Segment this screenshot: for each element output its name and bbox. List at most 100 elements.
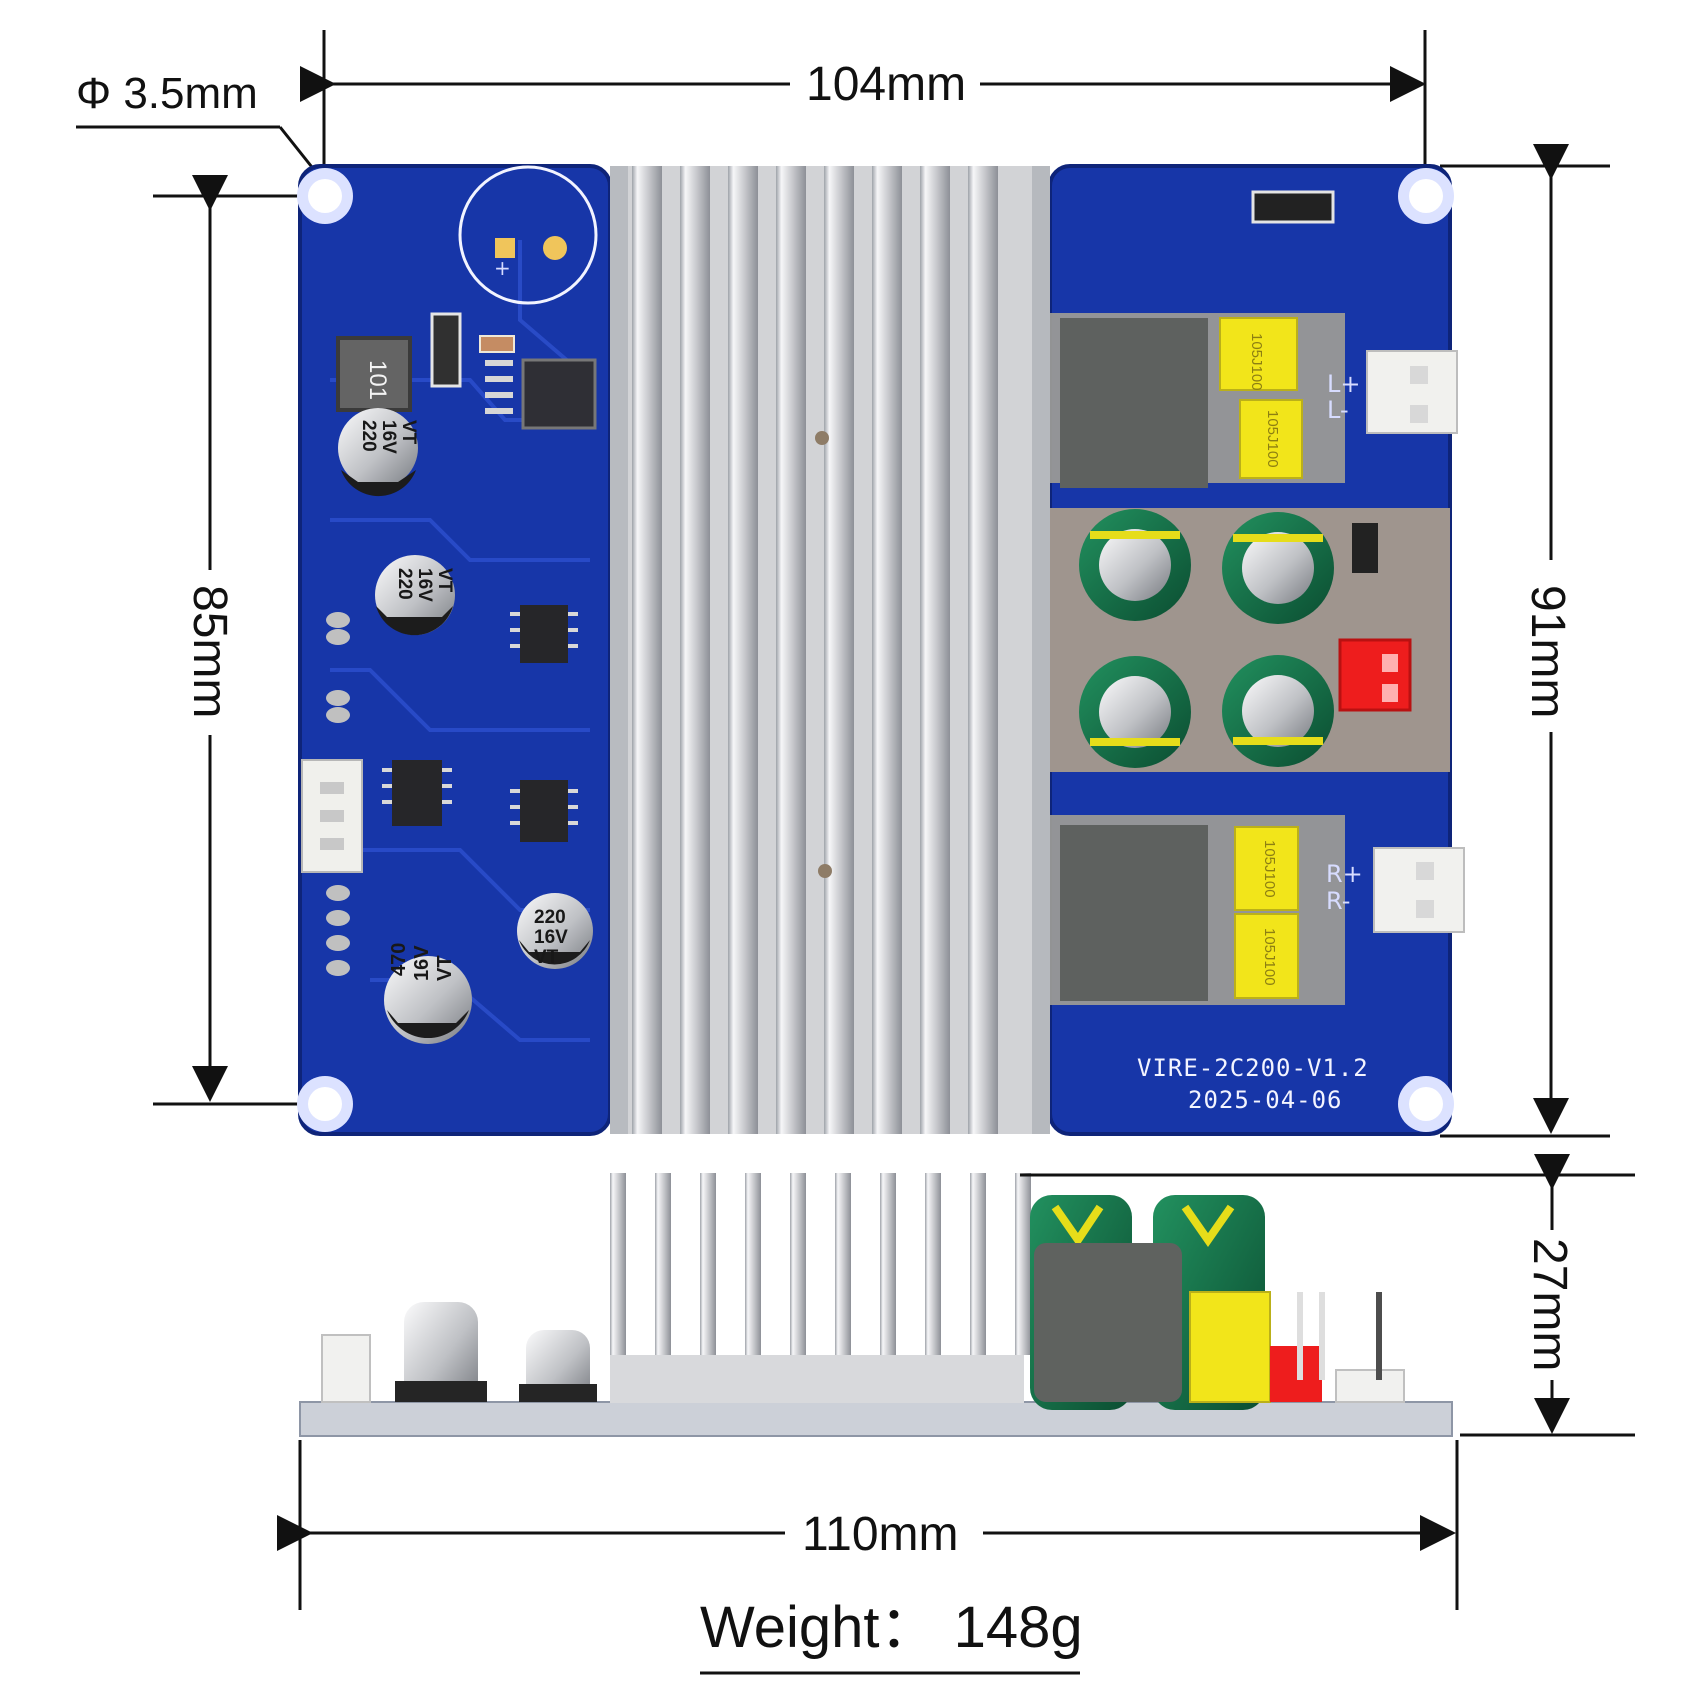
cap-220-series-second: VT [434, 568, 455, 593]
capacitor-icon: 220 16V VT [338, 408, 419, 497]
left-channel-inductor [1060, 318, 1208, 488]
capacitor-icon [1222, 512, 1334, 624]
right-output-connector-pin [1416, 900, 1434, 918]
capacitor-plus-label: + [494, 256, 511, 280]
cap-470-series: VT [434, 955, 456, 981]
side-white-connector [1335, 1369, 1405, 1403]
film-cap-code-left-2: 105J100 [1264, 410, 1281, 468]
side-heatsink-fins [610, 1173, 1031, 1355]
side-height-dimension [1020, 1154, 1635, 1437]
cap-220-value-third: 220 [534, 907, 566, 928]
board-date: 2025-04-06 [1188, 1086, 1343, 1114]
capacitor-icon [1079, 509, 1191, 621]
mounting-hole-icon [1398, 1076, 1454, 1132]
film-cap-code-right-1: 105J100 [1261, 840, 1278, 898]
side-film-capacitor [1189, 1291, 1271, 1403]
ic-chip [510, 605, 578, 663]
cap-470-voltage: 16V [411, 945, 433, 981]
board-model: VIRE-2C200-V1.2 [1137, 1054, 1369, 1082]
heatsink-screw [818, 864, 832, 878]
film-cap-top-left [1219, 317, 1298, 391]
diode [430, 312, 462, 388]
capacitor-icon: 220 16V VT [517, 893, 593, 969]
capacitor-icon: 470 16V VT [384, 943, 472, 1044]
board-width-label: 104mm [806, 58, 966, 111]
left-components: + 101 220 16V VT 220 [301, 165, 598, 1044]
cap-220-voltage-second: 16V [414, 568, 435, 602]
left-plus-label: L+ [1327, 370, 1360, 398]
cap-220-series: VT [398, 420, 419, 445]
cap-220-value-second: 220 [394, 568, 415, 600]
cap-220-series-third: VT [534, 947, 559, 968]
heatsink-icon [610, 166, 1050, 1134]
mounting-holes [297, 168, 1454, 1132]
weight-label: Weight： 148g [700, 1595, 1083, 1660]
right-channel-inductor [1060, 825, 1208, 1001]
hole-diameter-label: Φ 3.5mm [76, 69, 258, 118]
top-small-component [1251, 190, 1335, 224]
side-left-connector [321, 1334, 371, 1403]
large-capacitor-outline [458, 165, 598, 305]
bottom-width-dimension [277, 1440, 1459, 1610]
capacitor-icon [1079, 656, 1191, 768]
left-channel-output-section: 105J100 105J100 L+ L- [1050, 313, 1458, 488]
cap-220-voltage-third: 16V [534, 927, 568, 948]
right-minus-label: R- [1326, 887, 1350, 915]
side-height-label: 27mm [1523, 1238, 1576, 1371]
left-minus-label: L- [1327, 396, 1349, 424]
small-ic [1352, 523, 1378, 573]
mounting-hole-icon [297, 1076, 353, 1132]
power-connector-pin [1382, 654, 1398, 672]
capacitor-icon [519, 1330, 597, 1402]
cap-470-value: 470 [388, 943, 410, 976]
small-resistor [479, 335, 515, 353]
right-channel-output-section: 105J100 105J100 R+ R- [1050, 815, 1465, 1005]
left-pin-headers [326, 612, 350, 976]
power-capacitor-section [1050, 508, 1450, 772]
heatsink-screw [815, 431, 829, 445]
voltage-regulator [521, 358, 597, 430]
film-cap-top-right [1234, 826, 1299, 911]
side-inductor [1034, 1243, 1182, 1402]
film-cap-code-right-2: 105J100 [1261, 928, 1278, 986]
right-output-connector-pin [1416, 862, 1434, 880]
ic-chip [382, 760, 452, 826]
capacitor-pad [495, 238, 515, 258]
mounting-hole-icon [1398, 168, 1454, 224]
power-connector [1338, 638, 1412, 712]
sot-pins [485, 360, 513, 414]
right-height-dimension [1440, 144, 1610, 1138]
cap-220-value: 220 [358, 420, 379, 452]
side-red-connector [1270, 1346, 1322, 1402]
side-view-board [299, 1173, 1453, 1437]
ic-chip [510, 780, 578, 842]
capacitor-icon [1222, 655, 1334, 767]
power-connector-pin [1382, 684, 1398, 702]
capacitor-icon [395, 1302, 487, 1402]
capacitor-icon: 220 16V VT [375, 555, 455, 636]
film-cap-code-left-1: 105J100 [1248, 333, 1265, 391]
top-dimension [76, 30, 1427, 183]
mounting-hole-icon [297, 168, 353, 224]
inductor [336, 336, 412, 412]
cap-220-voltage: 16V [378, 420, 399, 454]
side-width-label: 110mm [802, 1508, 959, 1561]
side-pcb [299, 1401, 1453, 1437]
left-output-connector-pin [1410, 405, 1428, 423]
right-components: 105J100 105J100 L+ L- [1050, 190, 1465, 1114]
side-heatsink-base [610, 1355, 1024, 1403]
capacitor-pad [543, 236, 567, 260]
inductor-code: 101 [364, 360, 391, 400]
hole-spacing-height-label: 91mm [1521, 585, 1574, 718]
right-output-connector [1373, 847, 1465, 933]
left-output-connector-pin [1410, 366, 1428, 384]
left-height-dimension [153, 175, 305, 1106]
top-view-board: + 101 220 16V VT 220 [297, 164, 1465, 1136]
film-cap-bottom-left [1239, 399, 1303, 479]
film-cap-bottom-right [1234, 913, 1299, 999]
connector-icon [301, 759, 363, 873]
right-plus-label: R+ [1326, 860, 1363, 888]
board-height-label: 85mm [183, 585, 236, 718]
heatsink-fins [632, 166, 998, 1134]
